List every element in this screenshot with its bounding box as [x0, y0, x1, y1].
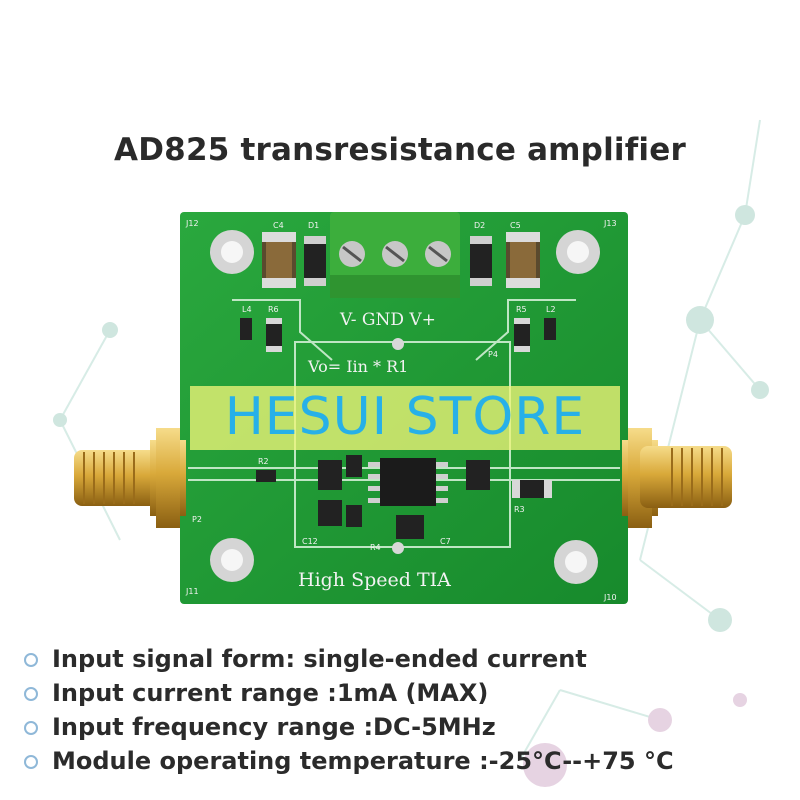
label-p4: P4 [488, 350, 498, 359]
feature-text: Input current range :1mA (MAX) [52, 679, 489, 707]
board-tagline: High Speed TIA [298, 569, 451, 591]
diode-d2 [470, 236, 492, 286]
bullet-circle-icon [24, 653, 38, 667]
ad825-ic-chip [368, 458, 448, 506]
label-c7: C7 [440, 537, 451, 546]
sma-connector-left [74, 428, 186, 528]
capacitor-c4 [262, 232, 296, 288]
label-d1: D1 [308, 221, 319, 230]
diode-d1 [304, 236, 326, 286]
feature-text: Input frequency range :DC-5MHz [52, 713, 496, 741]
feature-text: Input signal form: single-ended current [52, 645, 587, 673]
mounting-hole-bottom-right [554, 540, 598, 584]
screw-terminal-v-plus [425, 241, 451, 267]
terminal-block [330, 212, 460, 298]
label-c5: C5 [510, 221, 521, 230]
feature-item: Input signal form: single-ended current [22, 642, 674, 676]
feature-text: Module operating temperature :-25°C--+75… [52, 747, 674, 775]
mounting-hole-bottom-left [210, 538, 254, 582]
mounting-hole-top-left [210, 230, 254, 274]
feature-item: Module operating temperature :-25°C--+75… [22, 744, 674, 778]
label-d2: D2 [474, 221, 485, 230]
label-r2: R2 [258, 457, 269, 466]
formula-label: Vo= Iin * R1 [307, 357, 408, 376]
label-r4: R4 [370, 543, 381, 552]
capacitor-c5 [506, 232, 540, 288]
label-j10: J10 [603, 593, 617, 602]
store-watermark: HESUI STORE [224, 387, 586, 447]
screw-terminal-gnd [382, 241, 408, 267]
label-r6: R6 [268, 305, 279, 314]
feature-item: Input frequency range :DC-5MHz [22, 710, 674, 744]
watermark-band [190, 386, 620, 450]
screw-terminal-v-minus [339, 241, 365, 267]
bullet-circle-icon [24, 721, 38, 735]
label-l2: L2 [546, 305, 556, 314]
terminal-labels: V- GND V+ [339, 310, 436, 330]
bullet-circle-icon [24, 687, 38, 701]
mounting-hole-top-right [556, 230, 600, 274]
feature-item: Input current range :1mA (MAX) [22, 676, 674, 710]
label-j12: J12 [185, 219, 199, 228]
label-p2: P2 [192, 515, 202, 524]
label-r3: R3 [514, 505, 525, 514]
label-r5: R5 [516, 305, 527, 314]
label-l4: L4 [242, 305, 252, 314]
bullet-circle-icon [24, 755, 38, 769]
product-title: AD825 transresistance amplifier [114, 132, 686, 168]
feature-list: Input signal form: single-ended current … [22, 642, 674, 778]
label-c4: C4 [273, 221, 284, 230]
sma-connector-right [622, 428, 732, 528]
label-j11: J11 [185, 587, 199, 596]
label-c12: C12 [302, 537, 318, 546]
label-j13: J13 [603, 219, 617, 228]
